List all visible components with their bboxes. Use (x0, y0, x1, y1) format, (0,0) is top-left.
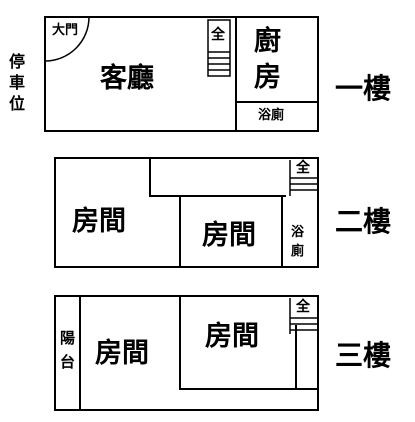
parking-label: 停 車 位 (8, 51, 26, 114)
floor3-room-wall (179, 296, 318, 390)
floor3-left-room-label: 房間 (95, 338, 149, 369)
floor3-stairs (289, 298, 318, 334)
door-swing-arc (44, 16, 90, 62)
parking-char-2: 車 (8, 73, 25, 92)
floor2-stair-symbol: 全 (296, 160, 310, 176)
parking-char-1: 停 (8, 52, 25, 71)
bath2-label-1: 浴 (291, 225, 305, 240)
floor2-partition (149, 158, 286, 197)
living-room-label: 客廳 (100, 63, 154, 94)
door-label: 大門 (52, 23, 79, 38)
floor1-label: 一樓 (335, 72, 392, 105)
floor3-stair-symbol: 全 (296, 299, 310, 315)
floor2-left-room-label: 房間 (72, 206, 126, 237)
floor2-label: 二樓 (335, 205, 392, 238)
parking-char-3: 位 (8, 94, 25, 113)
floor2-right-room-label: 房間 (202, 220, 256, 251)
floor1-outline (44, 16, 319, 132)
floor3-right-room-label: 房間 (205, 321, 259, 352)
floor3-outline (54, 295, 319, 411)
floor2-stairs (289, 160, 318, 196)
floor2-outline (54, 157, 319, 268)
floor3-label: 三樓 (335, 339, 392, 372)
balcony-label-1: 陽 (60, 329, 76, 347)
kitchen-label-2: 房 (254, 62, 281, 93)
bath2-label-2: 廁 (291, 244, 305, 259)
balcony-label-2: 台 (60, 353, 76, 371)
bath1-label: 浴廁 (258, 108, 285, 123)
floor1-stairs (207, 19, 231, 77)
floor1-stair-symbol: 全 (211, 27, 225, 43)
kitchen-label-1: 廚 (254, 26, 281, 57)
